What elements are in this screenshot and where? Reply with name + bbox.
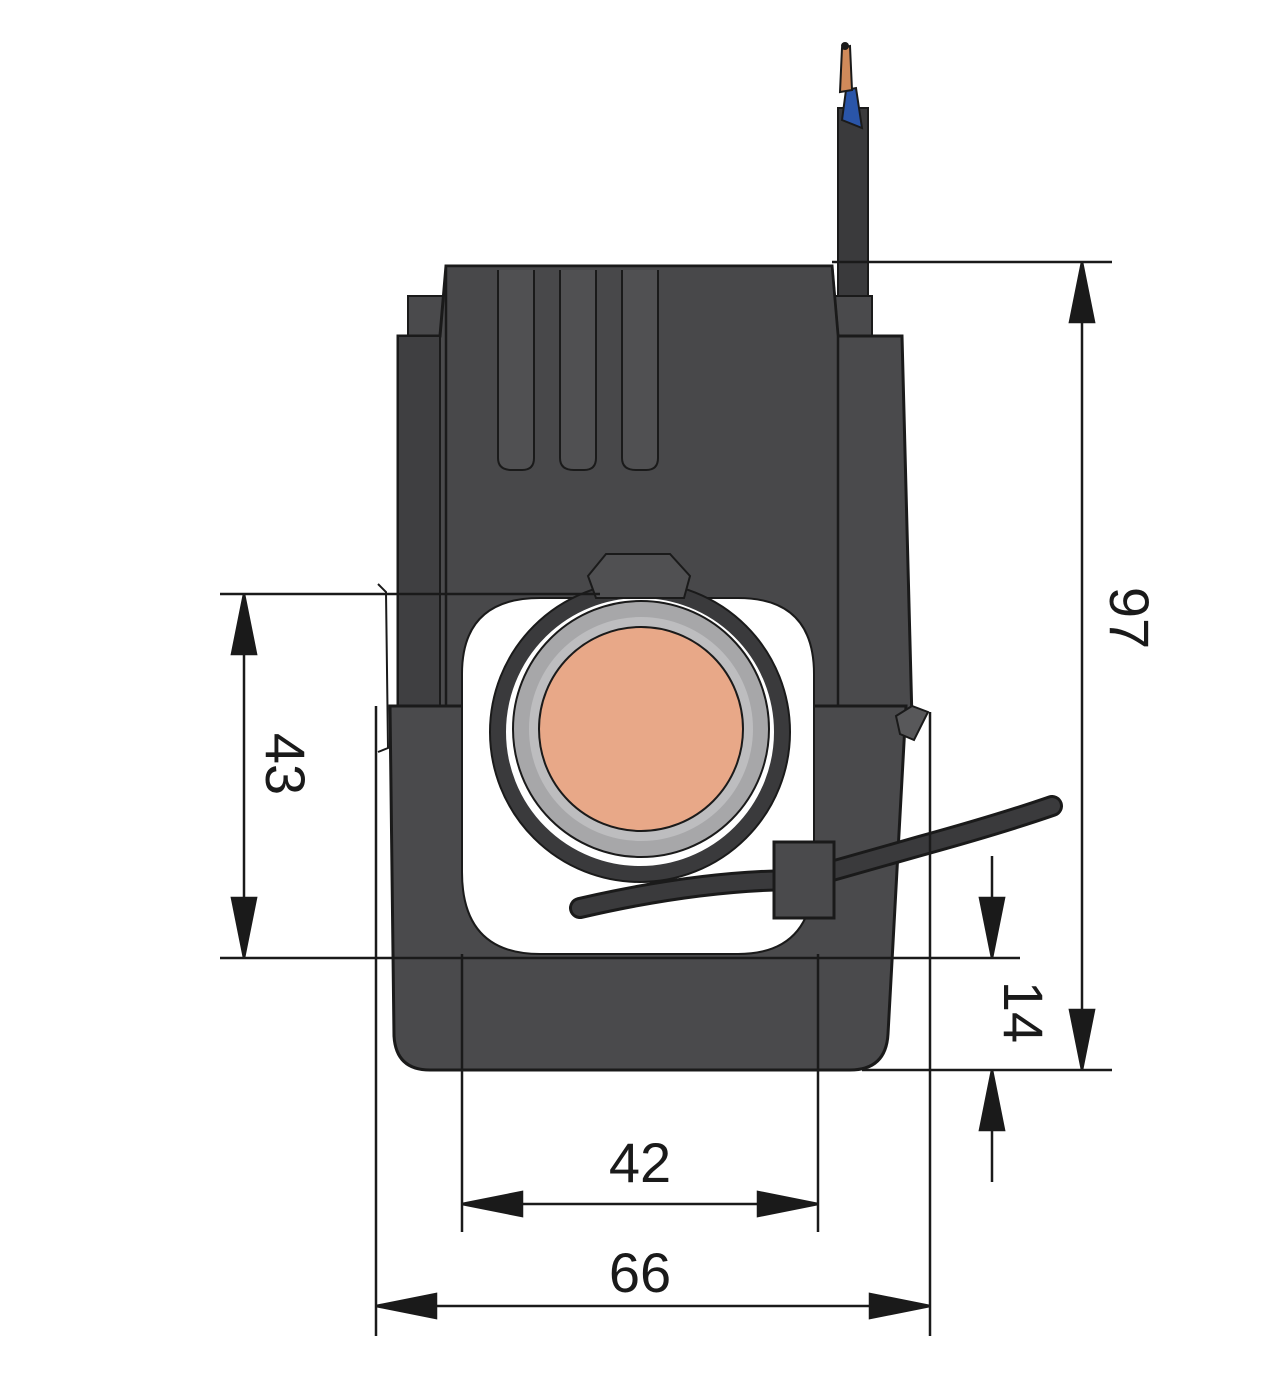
rib-2 (559, 270, 597, 471)
arrow-14-bottom (978, 1069, 1006, 1132)
rib-1 (497, 270, 535, 471)
wire-tip (841, 42, 849, 50)
arrow-66-right (868, 1292, 931, 1320)
upper-cover (444, 264, 840, 708)
copper-core (538, 626, 744, 832)
label-bottom-thickness: 14 (992, 981, 1055, 1043)
arrow-66-left (375, 1292, 438, 1320)
right-clip (894, 704, 930, 742)
copper-wire (838, 44, 854, 94)
dimension-lines (220, 260, 1112, 1336)
arrow-43-top (230, 593, 258, 656)
rib-3 (621, 270, 659, 471)
arrow-42-left (461, 1190, 524, 1218)
arrow-42-right (756, 1190, 819, 1218)
cable-jacket (837, 107, 869, 331)
loop-clip (586, 553, 692, 599)
arrow-97-top (1068, 261, 1096, 324)
top-cable (837, 42, 869, 331)
left-side-panel (397, 335, 441, 707)
arrow-97-bottom (1068, 1008, 1096, 1071)
blue-wire (840, 86, 864, 130)
label-opening-height: 43 (254, 733, 317, 795)
arrow-43-bottom (230, 896, 258, 959)
left-clip (377, 583, 390, 753)
label-opening-width: 42 (609, 1131, 671, 1194)
conductor (489, 553, 1063, 920)
label-total-width: 66 (609, 1241, 671, 1304)
label-total-height: 97 (1098, 587, 1161, 649)
cable-tie-head (772, 840, 836, 920)
arrow-14-top (978, 896, 1006, 959)
